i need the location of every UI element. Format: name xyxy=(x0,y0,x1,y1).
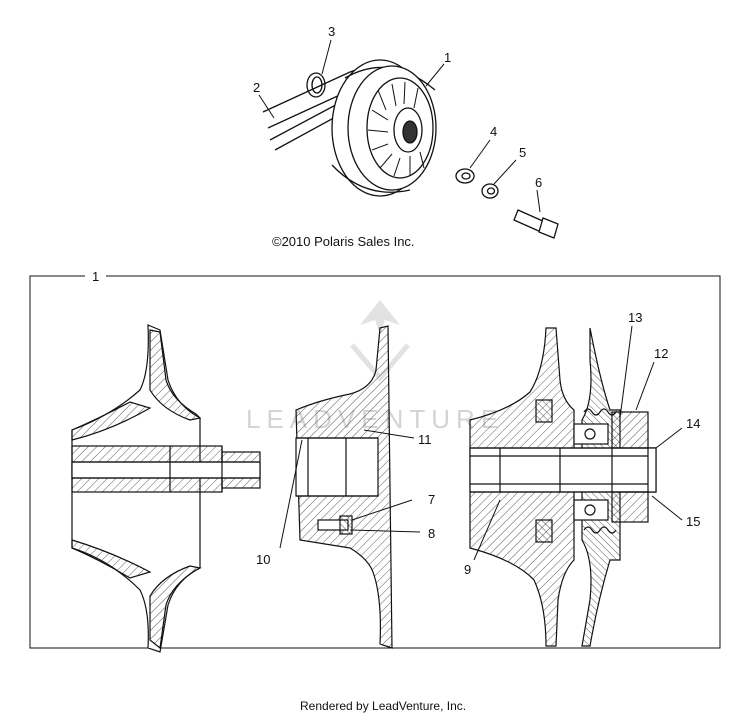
clutch-right-section xyxy=(469,327,657,647)
callout-9: 9 xyxy=(464,562,471,577)
top-callouts: 1 2 3 4 5 6 xyxy=(253,24,542,190)
o-ring-part-3 xyxy=(306,72,326,98)
callout-6: 6 xyxy=(535,175,542,190)
assembly-frame xyxy=(29,275,721,649)
middle-leader-lines xyxy=(279,429,421,549)
callout-15: 15 xyxy=(686,514,700,529)
bolt-part-6 xyxy=(513,209,559,239)
rendered-by-footer: Rendered by LeadVenture, Inc. xyxy=(300,699,467,713)
sheave-left-section xyxy=(71,324,261,653)
top-leader-lines xyxy=(258,39,541,213)
sheave-middle-section xyxy=(295,325,393,649)
callout-12: 12 xyxy=(654,346,668,361)
callout-3: 3 xyxy=(328,24,335,39)
callout-10: 10 xyxy=(256,552,270,567)
callout-14: 14 xyxy=(686,416,700,431)
clutch-part-1 xyxy=(331,59,437,197)
washer-part-5 xyxy=(481,183,499,199)
callout-5: 5 xyxy=(519,145,526,160)
callout-13: 13 xyxy=(628,310,642,325)
callout-4: 4 xyxy=(490,124,497,139)
copyright-notice: ©2010 Polaris Sales Inc. xyxy=(272,234,415,249)
callout-8: 8 xyxy=(428,526,435,541)
callout-2: 2 xyxy=(253,80,260,95)
callout-1-top: 1 xyxy=(444,50,451,65)
callout-1-box: 1 xyxy=(92,269,99,284)
right-leader-lines xyxy=(473,325,683,561)
callout-7: 7 xyxy=(428,492,435,507)
washer-part-4 xyxy=(455,168,475,184)
callout-11: 11 xyxy=(418,432,432,447)
